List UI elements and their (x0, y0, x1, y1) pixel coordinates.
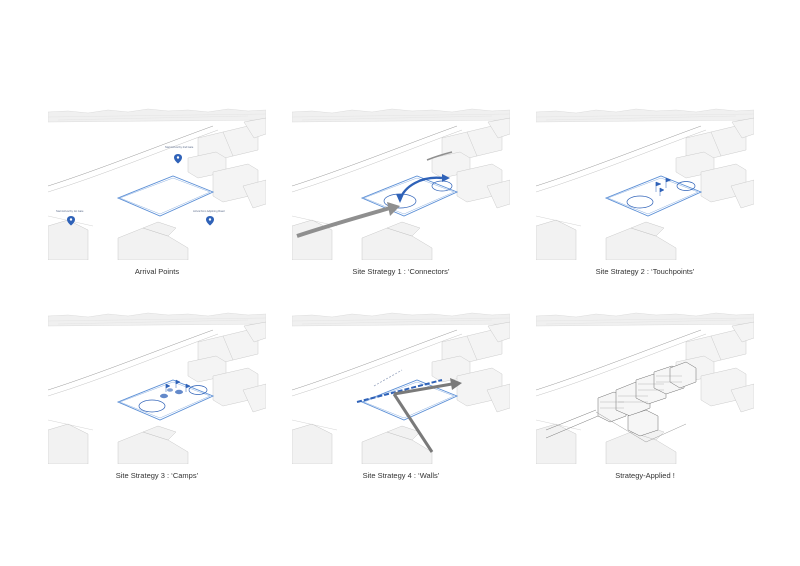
caption-arrival-points: Arrival Points (134, 267, 180, 276)
flag-icon (165, 379, 191, 392)
map-pin-icon (174, 154, 182, 164)
wall-line (356, 379, 443, 403)
panel-connectors (292, 108, 510, 260)
arrival-label-1: Start Arrival by 2nd Gate (165, 145, 194, 149)
panel-walls (292, 312, 510, 464)
arrival-label-0: Start Arrival by 1st Gate (56, 209, 84, 213)
caption-connectors: Site Strategy 1 : ‘Connectors’ (352, 267, 450, 276)
panel-touchpoints (536, 108, 754, 260)
caption-strategy-applied: Strategy-Applied ! (615, 471, 675, 480)
map-pin-icon (67, 216, 75, 226)
panel-strategy-applied (536, 312, 754, 464)
caption-walls: Site Strategy 4 : ‘Walls’ (362, 471, 440, 480)
panel-camps (48, 312, 266, 464)
camp-cluster (160, 388, 183, 399)
map-pin-icon (206, 216, 214, 226)
panel-arrival-points: Start Arrival by 2nd Gate Start Arrival … (48, 108, 266, 260)
applied-building-mass (597, 361, 697, 437)
gray-flow-arrow (296, 206, 391, 238)
caption-camps: Site Strategy 3 : ‘Camps’ (115, 471, 199, 480)
wall-arrow (392, 393, 434, 453)
caption-touchpoints: Site Strategy 2 : ‘Touchpoints’ (595, 267, 695, 276)
arrival-label-2: Arrival from Adjoining Road (193, 209, 225, 213)
flag-icon (655, 177, 672, 196)
